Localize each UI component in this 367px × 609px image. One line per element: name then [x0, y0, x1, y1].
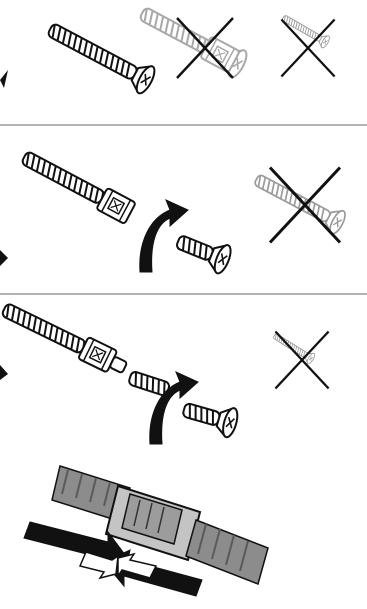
- panel-4: [24, 466, 268, 596]
- left-edge-arrow-fragment: [0, 70, 8, 88]
- screw-with-sleeve-icon: [19, 146, 136, 224]
- left-edge-arrow-fragment: [0, 250, 8, 266]
- screw-icon: [251, 168, 349, 236]
- screw-icon: [180, 395, 240, 439]
- screw-with-sleeve-icon: [0, 298, 130, 378]
- panel-3: [0, 298, 329, 444]
- panel-1: [0, 0, 335, 96]
- screw-icon: [173, 227, 234, 275]
- screw-icon: [43, 16, 158, 96]
- cross-mark-icon: [275, 332, 328, 389]
- cross-mark-icon: [270, 168, 340, 243]
- panel-2: [0, 146, 348, 275]
- left-edge-arrow-fragment: [0, 365, 8, 380]
- screw-icon: [128, 371, 170, 397]
- divider-1: [0, 124, 367, 126]
- divider-2: [0, 293, 367, 295]
